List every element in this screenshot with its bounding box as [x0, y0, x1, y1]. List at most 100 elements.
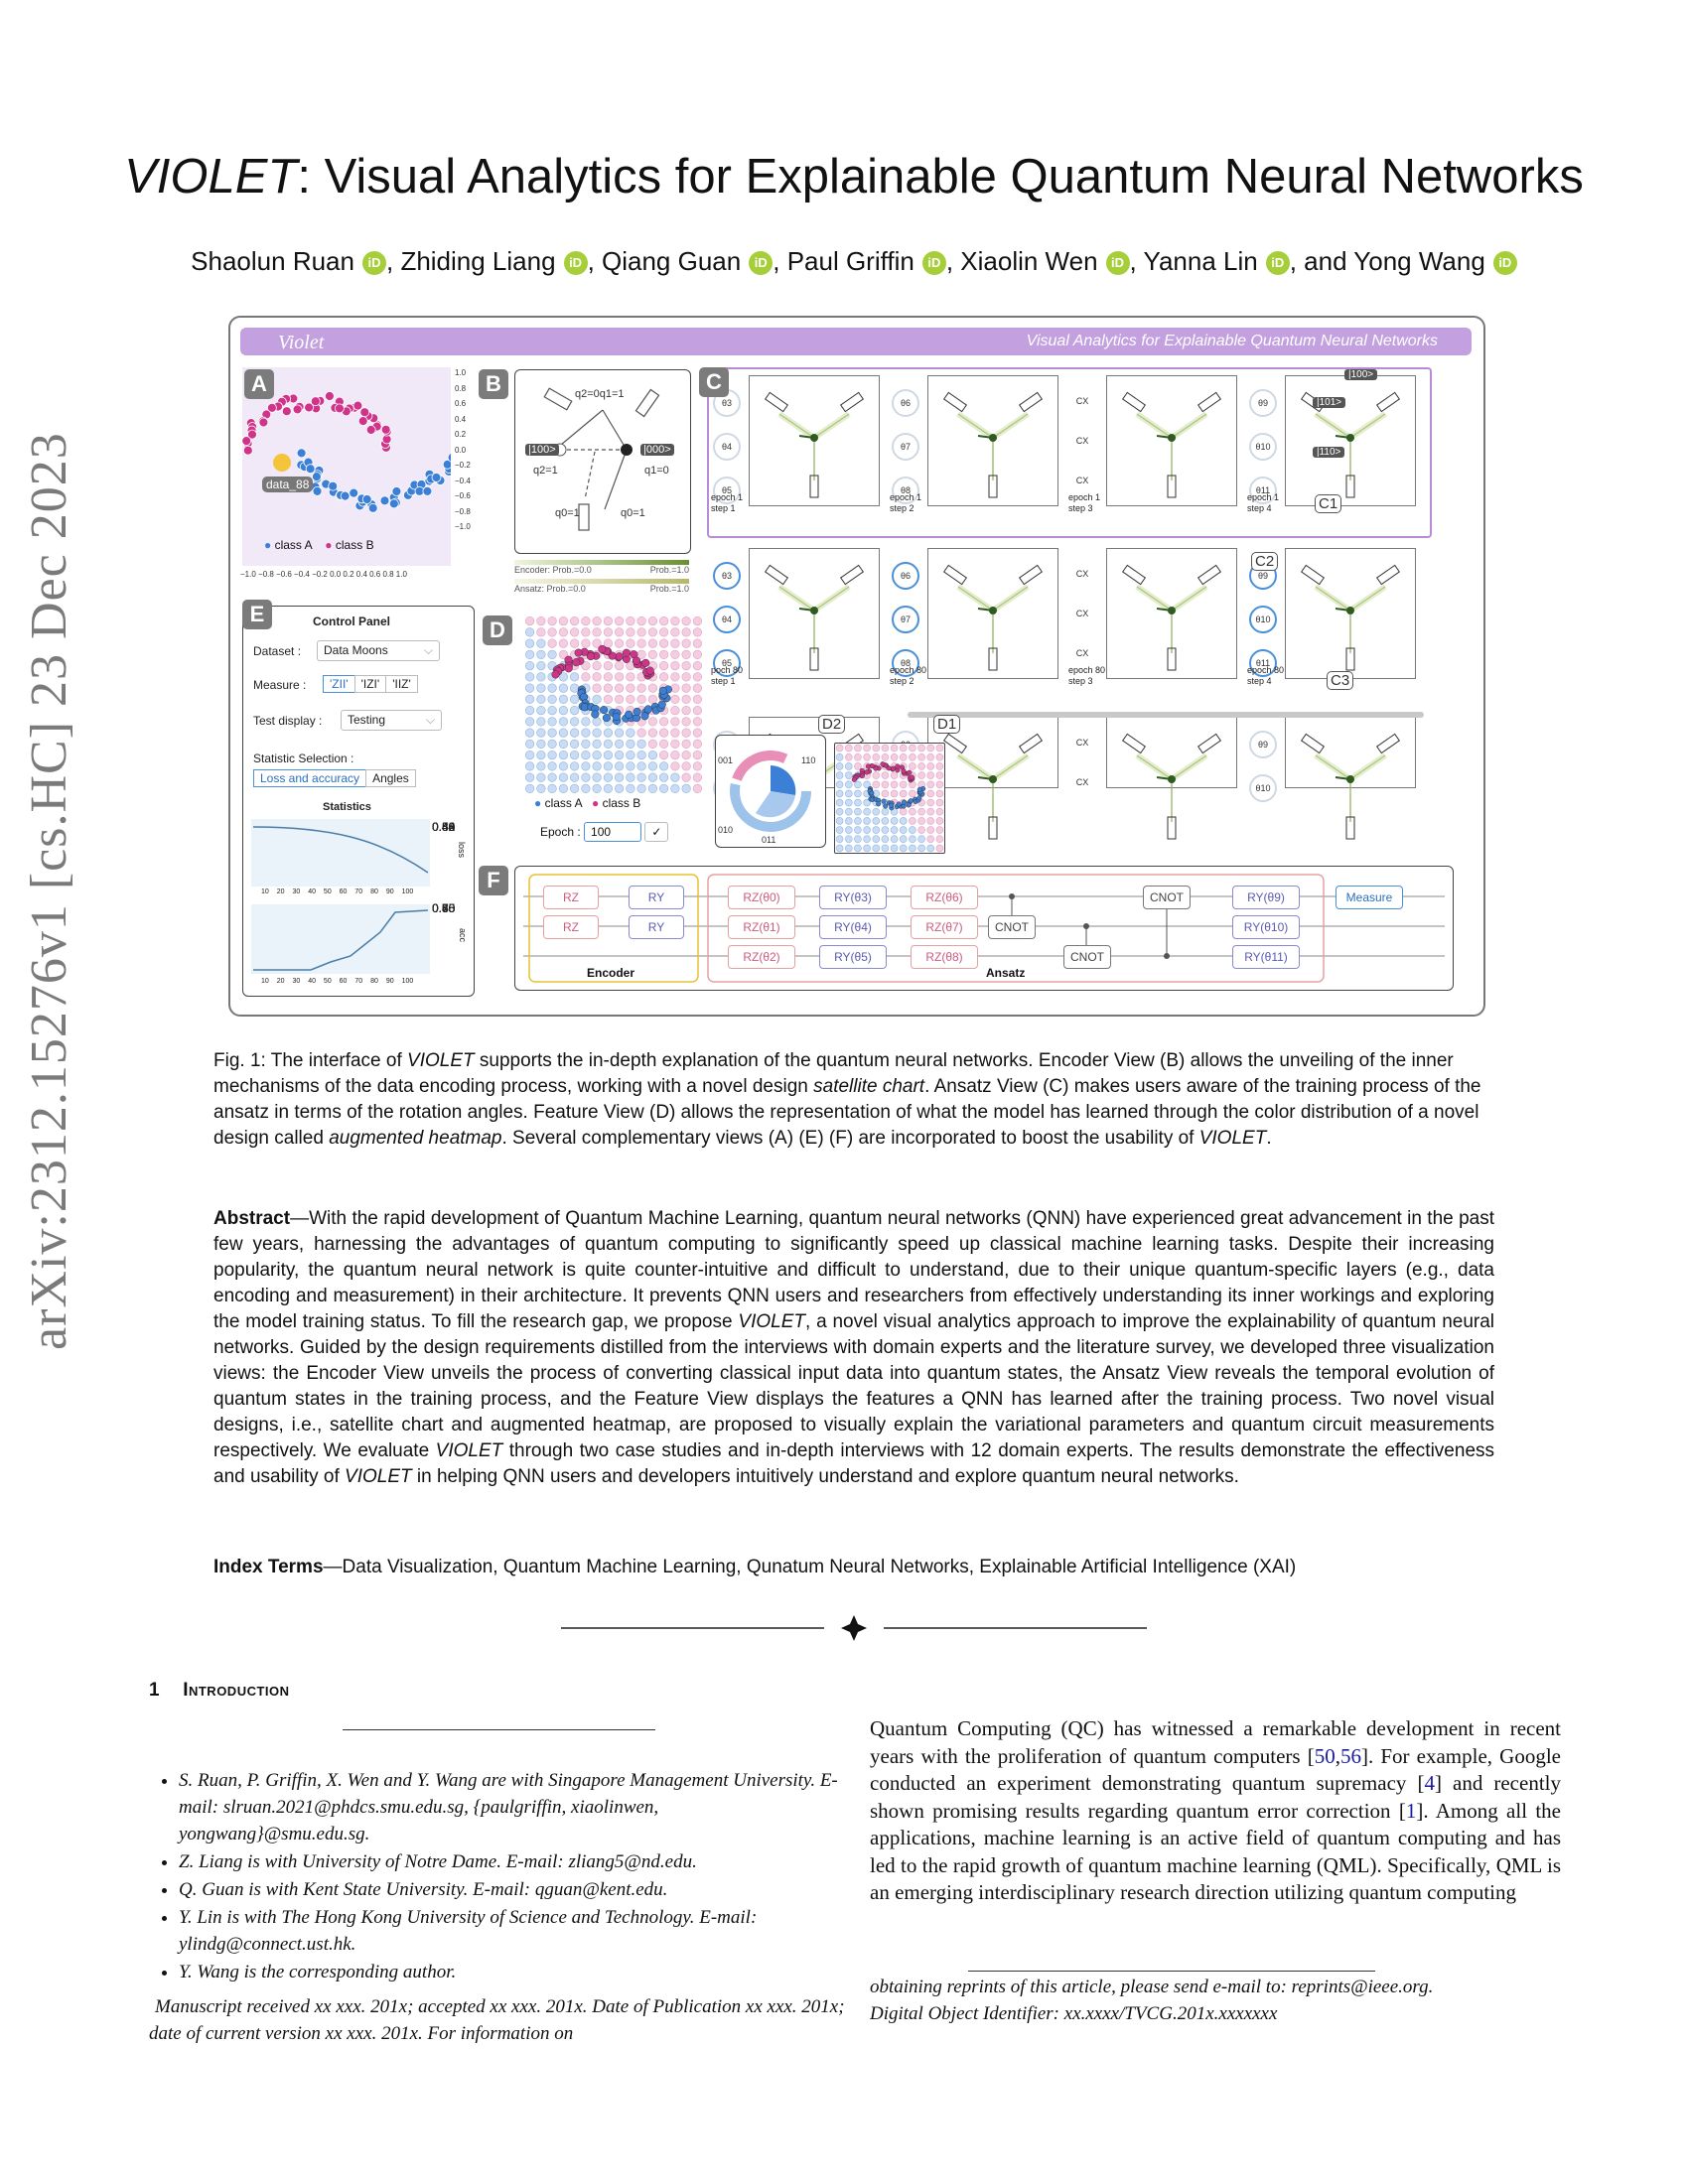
theta-dial[interactable]: θ11	[1249, 477, 1277, 504]
theta-dial[interactable]: θ9	[1249, 389, 1277, 417]
data-point[interactable]	[880, 761, 886, 767]
data-point[interactable]	[602, 714, 611, 723]
data-point[interactable]	[612, 712, 621, 721]
citation-link[interactable]: 50	[1314, 1743, 1336, 1768]
data-point[interactable]	[615, 652, 624, 661]
theta-dial[interactable]: θ5	[713, 477, 741, 504]
data-point[interactable]	[889, 802, 895, 808]
data-point[interactable]	[908, 798, 914, 804]
orcid-icon[interactable]: iD	[563, 251, 588, 276]
scatter-point[interactable]	[335, 403, 345, 414]
citation-link[interactable]: 56	[1339, 1743, 1361, 1768]
test-display-select[interactable]: Testing⌵	[341, 710, 442, 731]
scatter-point[interactable]	[431, 473, 442, 482]
data-point[interactable]	[633, 707, 641, 716]
epoch-input[interactable]: 100	[584, 822, 642, 842]
scatter-point[interactable]	[391, 486, 402, 496]
dataset-select[interactable]: Data Moons⌵	[317, 640, 440, 661]
citation-link[interactable]: 4	[1424, 1771, 1435, 1795]
theta-dial[interactable]: θ7	[892, 433, 919, 461]
data-point[interactable]	[895, 763, 901, 769]
data-point[interactable]	[909, 774, 914, 780]
theta-dial[interactable]: CX	[1075, 569, 1089, 579]
scatter-point[interactable]	[361, 494, 372, 504]
data-point[interactable]	[851, 776, 857, 782]
data-point[interactable]	[641, 658, 650, 667]
data-point[interactable]	[643, 705, 652, 714]
scatter-point[interactable]	[357, 416, 368, 426]
data-point[interactable]	[916, 795, 922, 801]
theta-dial[interactable]: θ7	[892, 606, 919, 633]
scatter-point[interactable]	[325, 391, 335, 401]
scatter-point[interactable]	[266, 402, 277, 413]
satellite-cell[interactable]	[749, 375, 880, 506]
theta-dial[interactable]: θ6	[892, 389, 919, 417]
theta-dial[interactable]: CX	[1075, 476, 1089, 485]
orcid-icon[interactable]: iD	[749, 251, 774, 276]
scatter-point[interactable]	[340, 490, 351, 501]
data-point[interactable]	[865, 763, 871, 769]
theta-dial[interactable]: θ4	[713, 433, 741, 461]
scatter-point[interactable]	[365, 425, 376, 435]
theta-dial[interactable]: CX	[1075, 609, 1089, 618]
scatter-point[interactable]	[359, 407, 370, 418]
orcid-icon[interactable]: iD	[921, 251, 946, 276]
horizontal-scrollbar[interactable]	[908, 712, 1424, 718]
theta-dial[interactable]: θ8	[892, 649, 919, 677]
data-point[interactable]	[598, 644, 607, 653]
data-point[interactable]	[657, 700, 666, 709]
highlighted-point[interactable]	[273, 454, 291, 472]
theta-dial[interactable]: CX	[1075, 436, 1089, 446]
data-point[interactable]	[883, 803, 889, 809]
theta-dial[interactable]: CX	[1075, 396, 1089, 406]
theta-dial[interactable]: θ5	[713, 649, 741, 677]
scatter-point[interactable]	[292, 404, 303, 415]
data-point[interactable]	[591, 710, 600, 719]
stat-loss-accuracy[interactable]: Loss and accuracy	[253, 769, 367, 787]
scatter-point[interactable]	[312, 472, 322, 481]
data-point[interactable]	[658, 686, 667, 695]
data-point[interactable]	[632, 656, 641, 665]
satellite-cell[interactable]	[1106, 717, 1237, 840]
scatter-point[interactable]	[281, 406, 292, 417]
scatter-point[interactable]	[296, 448, 307, 459]
data-point[interactable]	[574, 648, 583, 657]
scatter-point[interactable]	[310, 396, 321, 407]
theta-dial[interactable]: θ11	[1249, 649, 1277, 677]
satellite-cell[interactable]	[1285, 717, 1416, 840]
scatter-point[interactable]	[241, 436, 252, 446]
data-point[interactable]	[640, 712, 649, 721]
theta-dial[interactable]: CX	[1075, 648, 1089, 658]
data-point[interactable]	[906, 802, 912, 808]
orcid-icon[interactable]: iD	[1105, 251, 1130, 276]
data-point[interactable]	[572, 658, 581, 667]
theta-dial[interactable]: θ9	[1249, 731, 1277, 758]
data-point[interactable]	[890, 765, 897, 771]
theta-dial[interactable]: θ6	[892, 562, 919, 590]
scatter-point[interactable]	[388, 498, 399, 509]
data-point[interactable]	[881, 798, 887, 804]
theta-dial[interactable]: θ10	[1249, 433, 1277, 461]
scatter-point[interactable]	[352, 400, 363, 411]
scatter-point[interactable]	[367, 502, 378, 513]
data-point[interactable]	[600, 706, 609, 715]
stat-angles[interactable]: Angles	[365, 769, 416, 787]
orcid-icon[interactable]: iD	[1492, 251, 1517, 276]
citation-link[interactable]: 1	[1405, 1798, 1417, 1823]
data-point[interactable]	[645, 666, 654, 675]
scatter-point[interactable]	[379, 495, 390, 506]
measure-zii[interactable]: 'ZII'	[323, 675, 355, 693]
satellite-cell[interactable]	[927, 548, 1058, 679]
orcid-icon[interactable]: iD	[1265, 251, 1290, 276]
data-point[interactable]	[901, 799, 908, 805]
data-point[interactable]	[551, 670, 560, 679]
satellite-cell[interactable]	[1106, 548, 1237, 679]
data-point[interactable]	[896, 801, 902, 807]
satellite-cell[interactable]	[1285, 548, 1416, 679]
data-point[interactable]	[622, 648, 631, 657]
scatter-point[interactable]	[328, 480, 339, 491]
data-point[interactable]	[864, 769, 870, 775]
data-point[interactable]	[907, 769, 913, 775]
scatter-point[interactable]	[422, 486, 433, 496]
scatter-point[interactable]	[304, 402, 314, 413]
